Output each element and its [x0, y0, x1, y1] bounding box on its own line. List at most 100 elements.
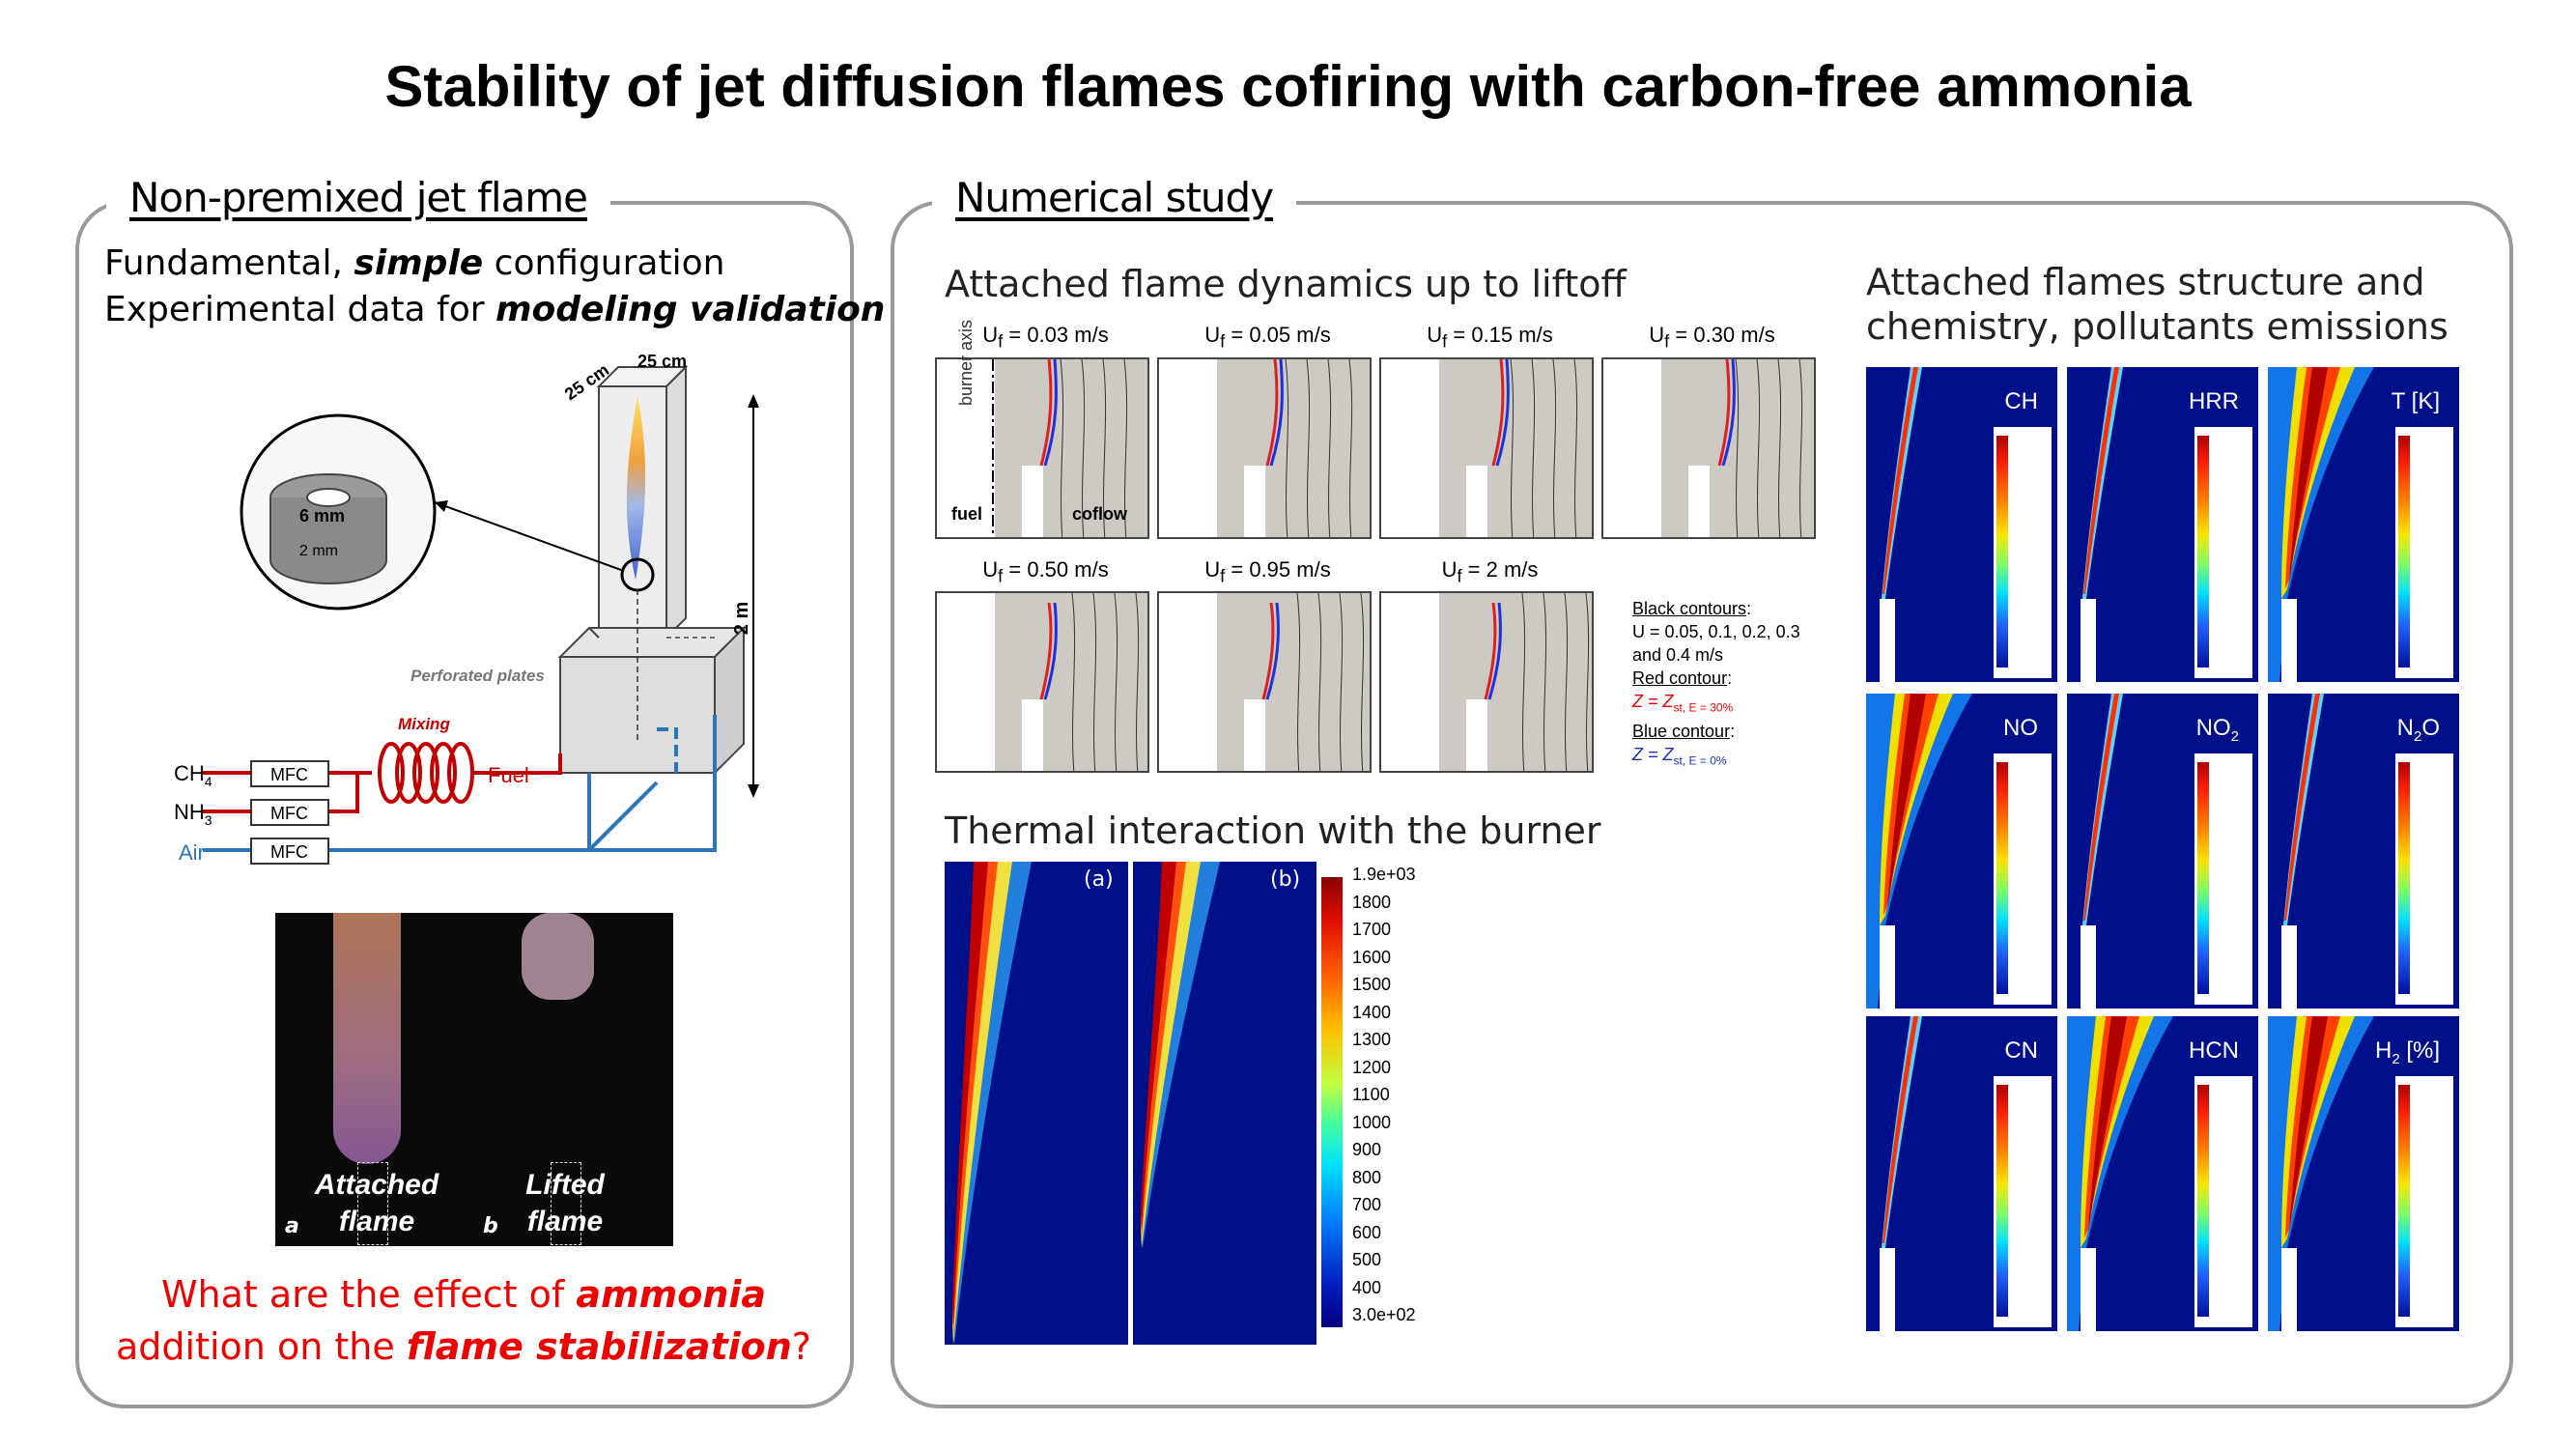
- snapshot-label: Uf = 0.95 m/s: [1204, 557, 1331, 586]
- snapshot-tile: [1601, 357, 1816, 539]
- snapshot-tile: [935, 357, 1149, 539]
- mixing-label: Mixing: [398, 715, 450, 733]
- attached-box: [357, 1162, 388, 1245]
- thermal-colorbar: [1321, 877, 1343, 1327]
- dim-width: 25 cm: [637, 352, 687, 371]
- perforated-label: Perforated plates: [410, 667, 545, 685]
- colorbar-tick: 400: [1352, 1277, 1382, 1297]
- colorbar-tick: 1.9e+03: [1352, 865, 1416, 884]
- species-field: HRR: [2067, 367, 2258, 682]
- label-lifted-2: flame: [526, 1206, 604, 1237]
- species-label: NO2: [2195, 715, 2239, 745]
- species-field: N2O: [2268, 694, 2459, 1009]
- fuel-label: fuel: [951, 504, 983, 524]
- coflow-label: coflow: [1072, 504, 1127, 524]
- fuel-label: Fuel: [488, 763, 529, 787]
- species-field: NO2: [2067, 694, 2258, 1009]
- colorbar-tick: 1500: [1352, 975, 1392, 994]
- snapshot-tile: [1157, 591, 1372, 773]
- snapshot-tile: [1157, 357, 1372, 539]
- intro-line-1: Fundamental, simple configuration: [104, 243, 725, 283]
- contours-legend: Black contours: U = 0.05, 0.1, 0.2, 0.3 …: [1632, 599, 1800, 768]
- intro-line-2: Experimental data for modeling validatio…: [104, 290, 886, 329]
- snapshot-tile: [1379, 591, 1594, 773]
- page-title: Stability of jet diffusion flames cofiri…: [384, 54, 2192, 119]
- burner-axis-label: burner axis: [956, 319, 976, 406]
- species-label: CH: [2004, 388, 2038, 414]
- colorbar-tick: 1200: [1352, 1057, 1392, 1077]
- tag-a: a: [285, 1214, 299, 1238]
- dynamics-title: Attached flame dynamics up to liftoff: [945, 263, 1627, 305]
- species-colorbar: [1996, 1084, 2009, 1318]
- species-label: H2 [%]: [2374, 1037, 2440, 1067]
- dim-height: 2 m: [731, 602, 752, 635]
- snapshot-label: Uf = 0.05 m/s: [1204, 323, 1331, 352]
- colorbar-tick: 1100: [1352, 1085, 1390, 1104]
- species-colorbar: [2196, 435, 2210, 668]
- colorbar-tick: 1000: [1352, 1112, 1392, 1132]
- snapshot-tile: [935, 591, 1149, 773]
- mfc-nh3: MFC: [270, 804, 308, 823]
- snapshot-tile: [1379, 357, 1594, 539]
- nozzle-outer: 6 mm: [299, 506, 345, 526]
- mfc-air: MFC: [270, 842, 308, 862]
- lifted-box: [551, 1162, 581, 1245]
- species-colorbar: [2397, 761, 2411, 995]
- colorbar-tick: 3.0e+02: [1352, 1305, 1416, 1324]
- burner-schematic: 2 m 25 cm 25 cm 6 mm 2 mm Perforated pla…: [174, 352, 759, 865]
- species-colorbar: [1996, 761, 2009, 995]
- tag-b: b: [483, 1214, 498, 1238]
- species-label: CN: [2004, 1037, 2038, 1064]
- species-label: NO: [2003, 715, 2038, 741]
- colorbar-tick: 1400: [1352, 1002, 1392, 1022]
- species-colorbar: [1996, 435, 2009, 668]
- colorbar-tick: 600: [1352, 1222, 1382, 1242]
- species-colorbar: [2397, 435, 2411, 668]
- species-label: T [K]: [2391, 388, 2440, 414]
- label-attached-1: Attached: [314, 1169, 439, 1201]
- snapshot-label: Uf = 0.30 m/s: [1649, 323, 1775, 352]
- snapshot-label: Uf = 0.15 m/s: [1427, 323, 1553, 352]
- colorbar-tick: 800: [1352, 1167, 1382, 1187]
- mfc-ch4: MFC: [270, 765, 308, 784]
- species-label: HRR: [2189, 388, 2239, 414]
- thermal-tag-b: (b): [1270, 867, 1301, 892]
- species-colorbar: [2196, 761, 2210, 995]
- thermal-field-a: [945, 862, 1128, 1345]
- snapshot-label: Uf = 2 m/s: [1441, 557, 1539, 586]
- question-line-2: addition on the flame stabilization?: [116, 1325, 811, 1368]
- thermal-title: Thermal interaction with the burner: [945, 810, 1601, 852]
- colorbar-tick: 1800: [1352, 892, 1392, 912]
- attached-flame-glow: [333, 913, 401, 1164]
- colorbar-tick: 700: [1352, 1195, 1382, 1214]
- snapshot-label: Uf = 0.03 m/s: [982, 323, 1109, 352]
- species-field: HCN: [2067, 1016, 2258, 1331]
- colorbar-tick: 1300: [1352, 1030, 1392, 1049]
- colorbar-tick: 1600: [1352, 947, 1392, 967]
- colorbar-tick: 900: [1352, 1140, 1382, 1159]
- species-label: HCN: [2189, 1037, 2239, 1064]
- left-panel-heading: Non-premixed jet flame: [106, 174, 611, 221]
- species-field: T [K]: [2268, 367, 2459, 682]
- colorbar-tick: 500: [1352, 1250, 1382, 1269]
- species-field: CN: [1866, 1016, 2057, 1331]
- structure-title-1: Attached flames structure and: [1866, 261, 2425, 303]
- species-colorbar: [2196, 1084, 2210, 1318]
- species-label: N2O: [2396, 715, 2440, 745]
- nozzle-inner: 2 mm: [299, 543, 338, 559]
- gas-air: Air: [179, 840, 205, 865]
- colorbar-tick: 1700: [1352, 920, 1392, 939]
- species-colorbar: [2397, 1084, 2411, 1318]
- label-lifted-1: Lifted: [525, 1169, 605, 1201]
- flame-photo: Attached flame Lifted flame a b: [275, 913, 673, 1246]
- thermal-field-b: [1130, 862, 1316, 1345]
- species-field: NO: [1866, 694, 2057, 1009]
- right-panel-heading: Numerical study: [932, 174, 1297, 221]
- snapshot-label: Uf = 0.50 m/s: [982, 557, 1109, 586]
- thermal-tag-a: (a): [1084, 867, 1114, 892]
- species-field: H2 [%]: [2268, 1016, 2459, 1331]
- lifted-flame-glow: [522, 913, 594, 1000]
- species-field: CH: [1866, 367, 2057, 682]
- right-panel: [891, 201, 2513, 1408]
- question-line-1: What are the effect of ammonia: [160, 1273, 767, 1316]
